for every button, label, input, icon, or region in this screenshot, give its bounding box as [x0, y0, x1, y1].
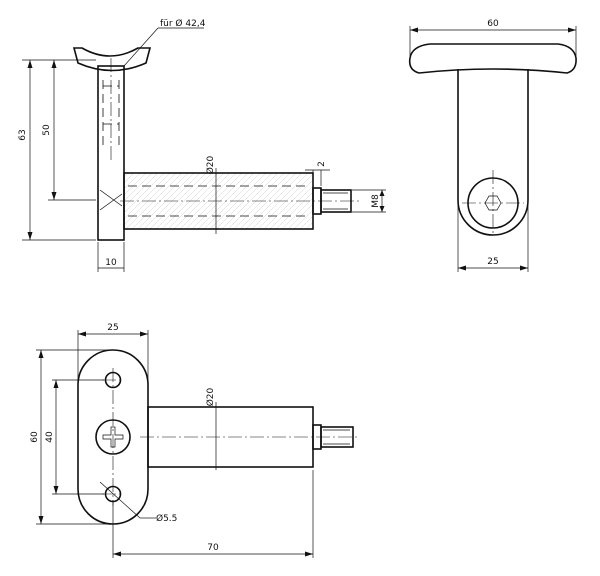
dim-shaft-diameter: Ø20 — [205, 155, 216, 174]
front-view: 63 50 10 für Ø 42,4 Ø20 2 M8 — [18, 18, 386, 272]
hatch-line — [123, 173, 129, 179]
hatch-line — [123, 173, 141, 191]
phillips-cross-icon — [102, 426, 124, 448]
dim-thread: M8 — [371, 194, 381, 208]
hatch-line — [293, 209, 313, 229]
hatch-line — [173, 173, 231, 229]
side-plate — [457, 69, 529, 236]
top-view: 25 60 40 Ø20 Ø5.5 70 — [30, 323, 360, 558]
hatch-line — [123, 173, 165, 215]
front-saddle — [72, 47, 152, 72]
side-view: 60 25 — [408, 19, 577, 272]
hatch-line — [60, 173, 116, 229]
dim-10: 10 — [105, 258, 117, 268]
hatch-line — [299, 215, 313, 229]
dim-shaft-diameter-top: Ø20 — [205, 387, 216, 406]
dim-25-side: 25 — [487, 257, 498, 267]
dim-hole-diameter: Ø5.5 — [156, 513, 177, 524]
hatch-line — [123, 173, 147, 197]
pipe-note: für Ø 42,4 — [160, 18, 206, 29]
dim-50: 50 — [42, 124, 52, 136]
dim-40: 40 — [45, 431, 55, 443]
hatch-line — [66, 173, 122, 229]
dim-step: 2 — [317, 161, 327, 167]
dim-60-saddle: 60 — [487, 19, 499, 29]
front-thread-stud — [320, 189, 352, 213]
top-screw-head — [95, 419, 131, 455]
hatch-line — [287, 203, 313, 229]
dim-70: 70 — [207, 543, 219, 553]
top-thread-stud — [320, 426, 354, 448]
dim-60-top: 60 — [30, 431, 40, 443]
dim-63: 63 — [18, 129, 28, 140]
side-saddle — [408, 43, 577, 74]
hatch-line — [123, 173, 135, 185]
hatch-line — [155, 173, 213, 229]
dim-25-top: 25 — [107, 323, 118, 333]
hatch-line — [221, 173, 279, 229]
hatch-line — [239, 173, 297, 229]
